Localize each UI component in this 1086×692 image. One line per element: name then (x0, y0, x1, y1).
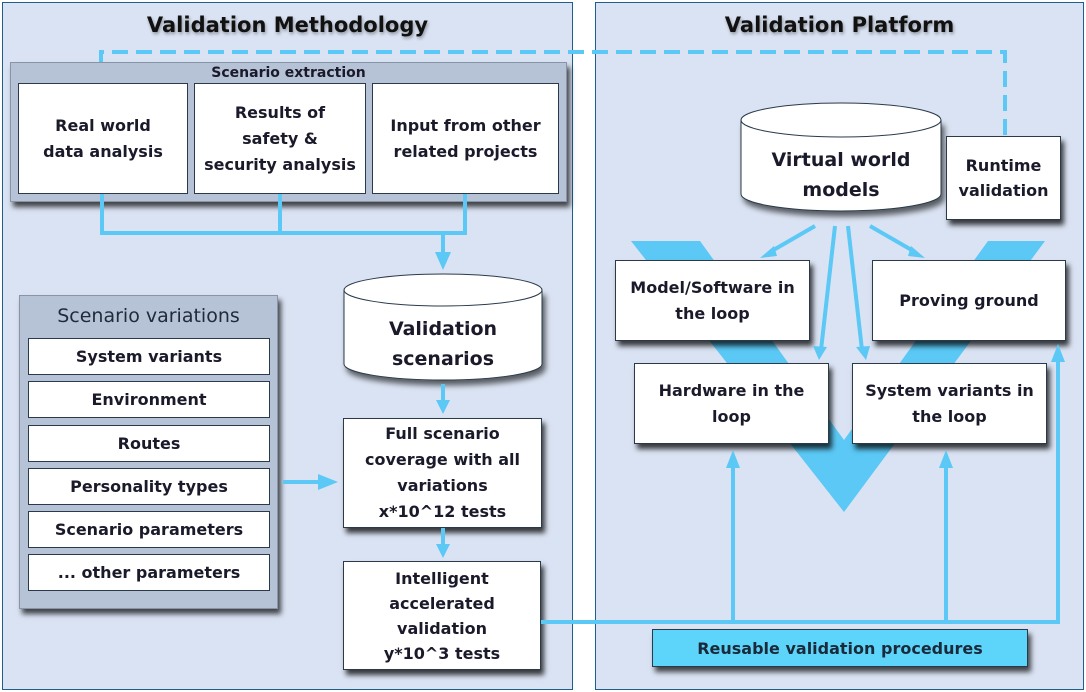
hardware-in-the-loop-box[interactable]: Hardware in the loop (634, 363, 829, 444)
variation-other-parameters[interactable]: ... other parameters (28, 554, 270, 591)
proving-ground-box[interactable]: Proving ground (872, 260, 1066, 341)
virtual-world-models-db[interactable]: Virtual world models (740, 102, 942, 214)
intelligent-accelerated-validation-box[interactable]: Intelligent accelerated validation y*10^… (343, 561, 541, 670)
reusable-validation-procedures-box[interactable]: Reusable validation procedures (652, 629, 1028, 667)
model-software-in-the-loop-box[interactable]: Model/Software in the loop (615, 260, 810, 341)
source-real-world-data[interactable]: Real world data analysis (18, 83, 188, 194)
virtual-world-models-label: Virtual world models (771, 149, 911, 201)
validation-scenarios-db[interactable]: Validation scenarios (343, 272, 543, 384)
validation-methodology-title: Validation Methodology (146, 13, 429, 37)
variation-system-variants[interactable]: System variants (28, 338, 270, 375)
variation-personality-types[interactable]: Personality types (28, 468, 270, 505)
database-icon (740, 102, 942, 212)
variation-scenario-parameters[interactable]: Scenario parameters (28, 511, 270, 548)
validation-scenarios-label: Validation scenarios (388, 318, 498, 370)
source-safety-security[interactable]: Results of safety & security analysis (194, 83, 366, 194)
full-scenario-coverage-box[interactable]: Full scenario coverage with all variatio… (343, 418, 542, 528)
validation-platform-title: Validation Platform (724, 13, 955, 37)
variation-environment[interactable]: Environment (28, 381, 270, 418)
system-variants-in-the-loop-box[interactable]: System variants in the loop (852, 363, 1047, 444)
source-related-projects[interactable]: Input from other related projects (372, 83, 559, 194)
scenario-variations-title: Scenario variations (57, 305, 240, 327)
scenario-extraction-title: Scenario extraction (211, 65, 366, 81)
database-icon (343, 273, 543, 381)
variation-routes[interactable]: Routes (28, 425, 270, 462)
runtime-validation-box[interactable]: Runtime validation (946, 136, 1061, 220)
